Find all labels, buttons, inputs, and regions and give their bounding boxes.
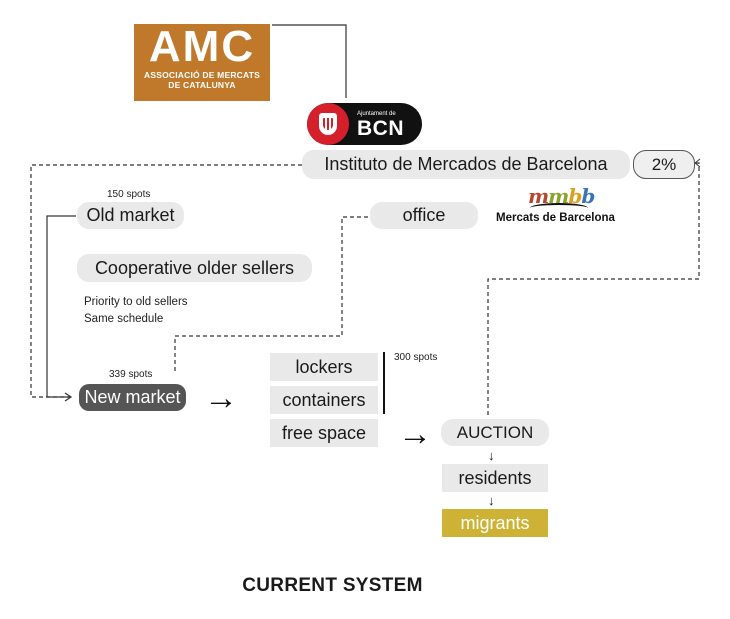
bcn-shield-background xyxy=(307,103,349,145)
arrow-right-icon: → xyxy=(398,415,432,453)
instituto-to-new-market-dashed xyxy=(30,164,302,398)
auction-to-percent-dashed xyxy=(487,162,700,415)
note-priority: Priority to old sellers xyxy=(84,296,188,308)
shield-icon xyxy=(319,113,337,135)
percent-arrowhead xyxy=(694,158,701,168)
new-market-arrowhead xyxy=(64,392,73,402)
amc-subtitle-line2: DE CATALUNYA xyxy=(168,80,236,90)
bcn-small-text: Ajuntament de xyxy=(357,111,396,117)
amc-underline xyxy=(134,100,270,101)
group-spots: 300 spots xyxy=(394,352,438,363)
office-to-new-market-dashed xyxy=(174,216,368,373)
containers-node: containers xyxy=(270,386,378,414)
mmbb-letter: m xyxy=(528,184,549,208)
instituto-node: Instituto de Mercados de Barcelona xyxy=(302,150,630,179)
diagram-title: CURRENT SYSTEM xyxy=(242,575,423,596)
cooperative-node: Cooperative older sellers xyxy=(77,254,312,282)
mmbb-letter: b xyxy=(568,184,582,208)
arrow-down-icon: ↓ xyxy=(488,448,495,463)
percent-badge: 2% xyxy=(633,150,695,179)
new-market-node: New market xyxy=(79,384,186,411)
mmbb-letter: m xyxy=(548,184,569,208)
lockers-node: lockers xyxy=(270,353,378,381)
amc-subtitle-line1: ASSOCIACIÓ DE MERCATS xyxy=(144,70,260,80)
mmbb-letter: b xyxy=(581,184,595,208)
bcn-big-text: BCN xyxy=(357,117,404,140)
amc-logo-letters: AMC xyxy=(148,22,256,71)
old-market-spots: 150 spots xyxy=(107,189,151,200)
mercats-logo-text: Mercats de Barcelona xyxy=(496,212,615,224)
mmbb-mark: mmbb xyxy=(528,184,595,208)
old-market-to-new-market-line xyxy=(46,215,76,398)
free-space-node: free space xyxy=(270,419,378,447)
amc-to-bcn-line xyxy=(272,24,347,98)
mercats-barcelona-logo: mmbb Mercats de Barcelona xyxy=(496,184,626,228)
arrow-down-icon: ↓ xyxy=(488,493,495,508)
bcn-logo: Ajuntament de BCN xyxy=(307,103,422,145)
amc-logo-subtitle: ASSOCIACIÓ DE MERCATS DE CATALUNYA xyxy=(134,70,270,90)
old-market-node: Old market xyxy=(77,202,184,229)
migrants-node: migrants xyxy=(442,509,548,537)
residents-node: residents xyxy=(442,464,548,492)
office-node: office xyxy=(370,202,478,229)
arrow-right-icon: → xyxy=(204,379,238,417)
new-market-spots: 339 spots xyxy=(109,369,153,380)
amc-logo: AMC ASSOCIACIÓ DE MERCATS DE CATALUNYA xyxy=(134,24,270,100)
note-schedule: Same schedule xyxy=(84,313,164,325)
mmbb-arc xyxy=(530,203,588,213)
auction-node: AUCTION xyxy=(441,419,549,446)
